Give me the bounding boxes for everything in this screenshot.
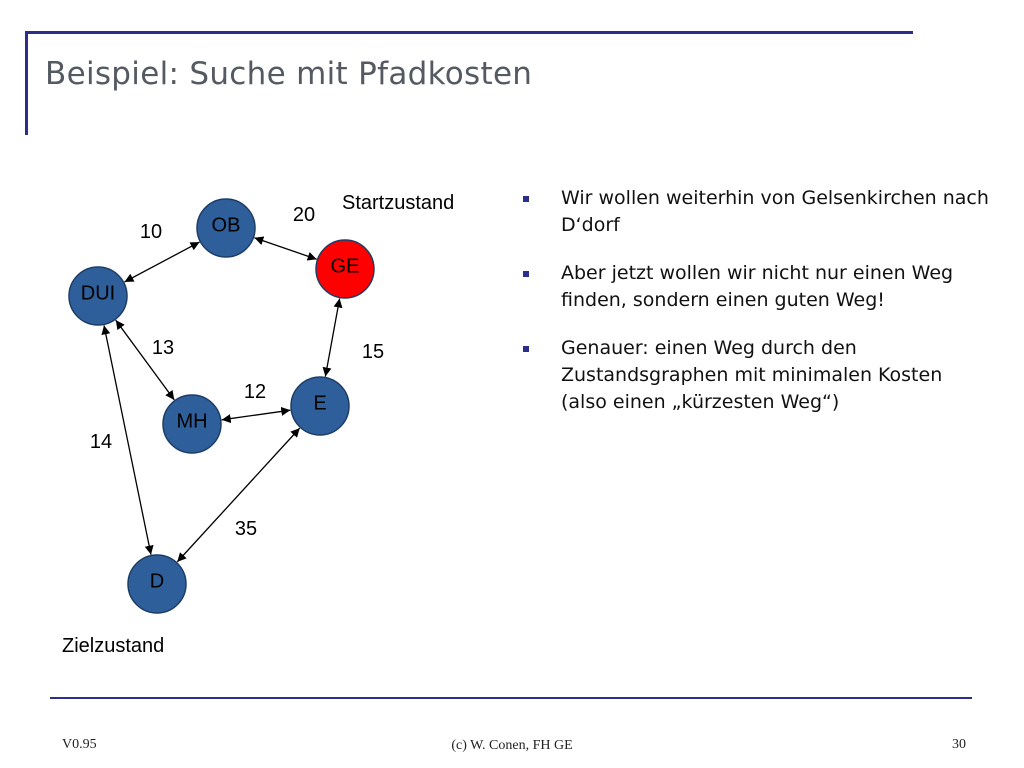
edge-weight-label: 10 (140, 221, 162, 243)
bullet-text: Aber jetzt wollen wir nicht nur einen We… (561, 262, 954, 311)
edge-weight-label: 14 (90, 431, 112, 453)
node-mh (162, 394, 222, 454)
footer-version: V0.95 (62, 737, 97, 752)
node-d (127, 554, 187, 614)
slide-title: Beispiel: Suche mit Pfadkosten (45, 56, 533, 92)
edge-dui-d (101, 325, 154, 555)
nodes: OB GE DUI MH E D (68, 198, 375, 614)
bullet-item: Wir wollen weiterhin von Gelsenkirchen n… (523, 185, 993, 239)
node-ob (196, 198, 256, 258)
goal-state-label: Zielzustand (62, 635, 164, 657)
edge-ob-dui (124, 241, 200, 283)
node-ge (315, 239, 375, 299)
edge-ge-e (322, 298, 343, 377)
bullet-item: Genauer: einen Weg durch den Zustandsgra… (523, 335, 993, 416)
node-e (290, 376, 350, 436)
bullet-square-icon (523, 271, 529, 277)
edge-weight-label: 20 (293, 204, 315, 226)
edge-weight-label: 13 (152, 337, 174, 359)
start-state-label: Startzustand (342, 192, 454, 214)
node-label-ob: OB (212, 214, 241, 236)
edge-mh-e (221, 406, 291, 424)
edges (101, 236, 343, 563)
title-frame-top-rule (25, 31, 913, 34)
footer-rule (50, 697, 972, 699)
edge-weight-label: 12 (244, 381, 266, 403)
node-label-d: D (150, 570, 164, 592)
bullet-square-icon (523, 346, 529, 352)
edge-ob-ge (254, 236, 317, 261)
title-frame-left-rule (25, 31, 28, 135)
node-label-dui: DUI (81, 282, 115, 304)
footer-page-number: 30 (952, 737, 966, 752)
edge-weight-label: 15 (362, 341, 384, 363)
node-label-ge: GE (331, 255, 360, 277)
node-label-mh: MH (176, 410, 207, 432)
bullet-text: Wir wollen weiterhin von Gelsenkirchen n… (561, 187, 989, 236)
bullet-item: Aber jetzt wollen wir nicht nur einen We… (523, 260, 993, 314)
edge-dui-mh (115, 319, 175, 401)
edge-weight-label: 35 (235, 518, 257, 540)
edge-e-d (176, 427, 301, 563)
bullet-list: Wir wollen weiterhin von Gelsenkirchen n… (523, 185, 993, 437)
footer-credit: (c) W. Conen, FH GE (451, 738, 573, 753)
bullet-text: Genauer: einen Weg durch den Zustandsgra… (561, 337, 943, 413)
node-label-e: E (313, 392, 326, 414)
node-dui (68, 266, 128, 326)
edge-weights: 20 10 15 13 12 14 35 (90, 204, 384, 540)
bullet-square-icon (523, 196, 529, 202)
